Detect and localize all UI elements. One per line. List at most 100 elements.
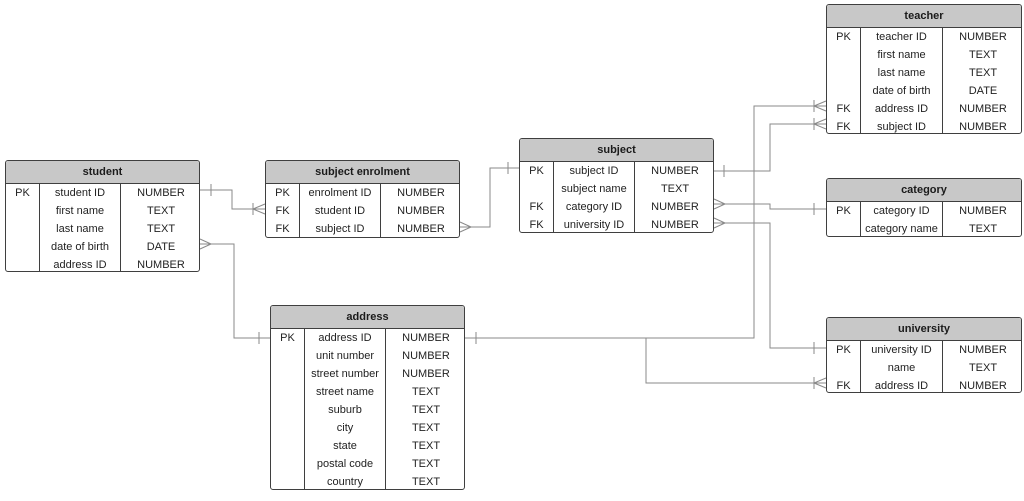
key-cell: PK — [836, 205, 851, 217]
attribute-type: TEXT — [968, 49, 998, 61]
attribute-name: first name — [55, 205, 105, 217]
column-divider — [860, 340, 861, 392]
attribute-type: NUMBER — [959, 103, 1007, 115]
key-cell: FK — [529, 201, 544, 213]
attribute-row: unit number NUMBER — [271, 347, 464, 365]
attribute-row: address ID NUMBER — [6, 256, 199, 271]
attribute-name: teacher ID — [876, 31, 927, 43]
attribute-type: NUMBER — [397, 223, 445, 235]
attribute-type: NUMBER — [402, 332, 450, 344]
attribute-type: TEXT — [411, 458, 441, 470]
attribute-row: street number NUMBER — [271, 365, 464, 383]
column-divider — [860, 201, 861, 236]
entity-title: university — [827, 318, 1021, 341]
attribute-name: state — [333, 440, 357, 452]
attribute-type: TEXT — [968, 223, 998, 235]
attribute-type: TEXT — [411, 404, 441, 416]
key-cell: FK — [836, 121, 851, 133]
key-cell: PK — [836, 344, 851, 356]
key-cell: FK — [836, 380, 851, 392]
attribute-name: address ID — [53, 259, 107, 271]
column-divider — [942, 340, 943, 392]
rel-enrolment-subject — [459, 162, 519, 233]
attribute-row: FK address ID NUMBER — [827, 100, 1021, 118]
entity-title: student — [6, 161, 199, 184]
attribute-name: category name — [865, 223, 938, 235]
attribute-type: NUMBER — [651, 201, 699, 213]
attribute-row: city TEXT — [271, 419, 464, 437]
attribute-type: NUMBER — [137, 187, 185, 199]
attribute-name: address ID — [874, 103, 929, 115]
attribute-name: postal code — [316, 458, 374, 470]
attribute-name: street name — [315, 386, 375, 398]
key-cell: FK — [529, 219, 544, 231]
column-divider — [860, 27, 861, 133]
attribute-row: category name TEXT — [827, 220, 1021, 236]
attribute-type: NUMBER — [959, 380, 1007, 392]
entity-category[interactable]: category PK category ID NUMBER category nam… — [826, 178, 1022, 237]
column-divider — [385, 328, 386, 489]
attribute-name: date of birth — [50, 241, 110, 253]
key-cell: PK — [529, 165, 544, 177]
attribute-name: address ID — [318, 332, 372, 344]
attribute-type: NUMBER — [402, 368, 450, 380]
attribute-name: student ID — [54, 187, 106, 199]
attribute-row: first name TEXT — [6, 202, 199, 220]
attribute-name: suburb — [328, 404, 362, 416]
attribute-row: suburb TEXT — [271, 401, 464, 419]
attribute-name: country — [326, 476, 364, 488]
attribute-type: NUMBER — [959, 205, 1007, 217]
attribute-name: city — [336, 422, 354, 434]
column-divider — [39, 183, 40, 271]
key-cell: PK — [836, 31, 851, 43]
attribute-type: TEXT — [411, 422, 441, 434]
attribute-type: NUMBER — [959, 31, 1007, 43]
column-divider — [299, 183, 300, 237]
attribute-name: category ID — [873, 205, 930, 217]
entity-rows: PK category ID NUMBER category name TEXT — [827, 202, 1021, 236]
attribute-type: NUMBER — [959, 344, 1007, 356]
attribute-name: subject ID — [569, 165, 619, 177]
rel-subject-category — [713, 198, 826, 215]
attribute-name: unit number — [315, 350, 375, 362]
column-divider — [304, 328, 305, 489]
attribute-type: NUMBER — [137, 259, 185, 271]
attribute-row: PK teacher ID NUMBER — [827, 28, 1021, 46]
attribute-name: student ID — [314, 205, 366, 217]
attribute-name: street number — [311, 368, 379, 380]
attribute-type: NUMBER — [402, 350, 450, 362]
entity-title: category — [827, 179, 1021, 202]
attribute-type: TEXT — [146, 205, 176, 217]
entity-title: subject enrolment — [266, 161, 459, 184]
column-divider — [380, 183, 381, 237]
attribute-name: last name — [56, 223, 104, 235]
key-cell: FK — [836, 103, 851, 115]
